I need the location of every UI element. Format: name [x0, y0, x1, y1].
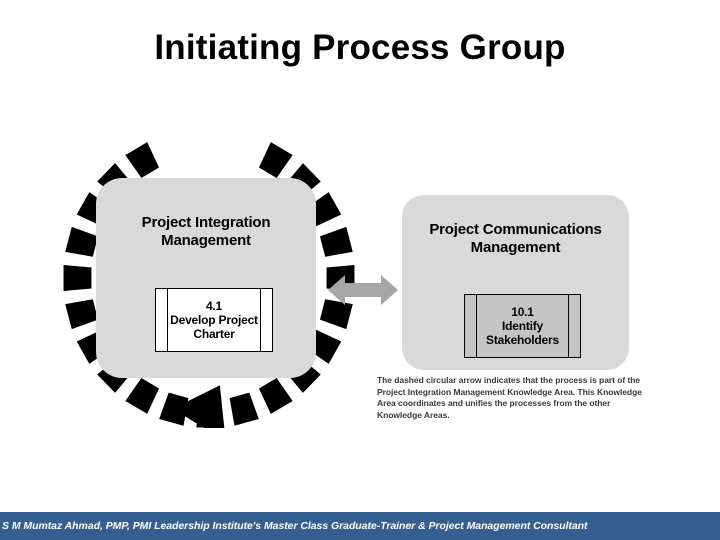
- knowledge-area-title: Project Integration Management: [96, 214, 316, 250]
- process-name-line2: Charter: [193, 327, 235, 341]
- process-box-text: 10.1 Identify Stakeholders: [478, 305, 567, 347]
- process-box-divider-left: [167, 289, 168, 351]
- diagram-caption: The dashed circular arrow indicates that…: [377, 375, 649, 421]
- process-box-divider-right: [568, 295, 569, 357]
- knowledge-area-title: Project Communications Management: [402, 221, 629, 257]
- process-name-line1: Identify: [501, 319, 544, 333]
- caption-line-3: Area coordinates and unifies the process…: [377, 398, 611, 409]
- caption-line-1: The dashed circular arrow indicates that…: [377, 375, 641, 385]
- process-number: 10.1: [511, 305, 534, 319]
- process-name-line2: Stakeholders: [486, 333, 559, 347]
- caption-line-2: Project Integration Management Knowledge…: [377, 386, 642, 397]
- page-title: Initiating Process Group: [154, 28, 566, 67]
- footer-credit-text: S M Mumtaz Ahmad, PMP, PMI Leadership In…: [2, 520, 588, 532]
- process-box-text: 4.1 Develop Project Charter: [169, 299, 259, 341]
- process-box-develop-project-charter[interactable]: 4.1 Develop Project Charter: [155, 288, 273, 352]
- knowledge-area-title-line2: Management: [161, 232, 251, 249]
- knowledge-area-title-line1: Project Communications: [429, 221, 602, 238]
- footer-bar: S M Mumtaz Ahmad, PMP, PMI Leadership In…: [0, 512, 720, 540]
- process-number: 4.1: [205, 299, 223, 313]
- process-box-divider-left: [476, 295, 477, 357]
- process-box-identify-stakeholders[interactable]: 10.1 Identify Stakeholders: [464, 294, 581, 358]
- process-box-divider-right: [260, 289, 261, 351]
- knowledge-area-project-communications-management[interactable]: Project Communications Management 10.1 I…: [402, 195, 629, 370]
- caption-line-4: Knowledge Areas.: [377, 409, 450, 420]
- knowledge-area-project-integration-management[interactable]: Project Integration Management 4.1 Devel…: [96, 178, 316, 378]
- process-name-line1: Develop Project: [170, 313, 258, 327]
- process-group-diagram: Project Integration Management 4.1 Devel…: [0, 110, 720, 460]
- knowledge-area-title-line2: Management: [470, 239, 561, 256]
- knowledge-area-title-line1: Project Integration: [141, 214, 271, 231]
- double-headed-arrow-icon: [328, 275, 398, 305]
